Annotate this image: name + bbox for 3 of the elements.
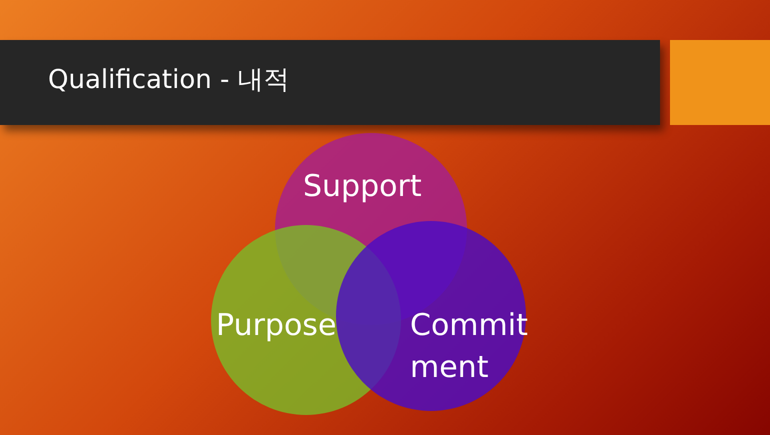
slide-title: Qualification - 내적 xyxy=(48,64,290,97)
circle-label: Purpose xyxy=(216,307,336,345)
circle-label: Support xyxy=(303,168,422,206)
